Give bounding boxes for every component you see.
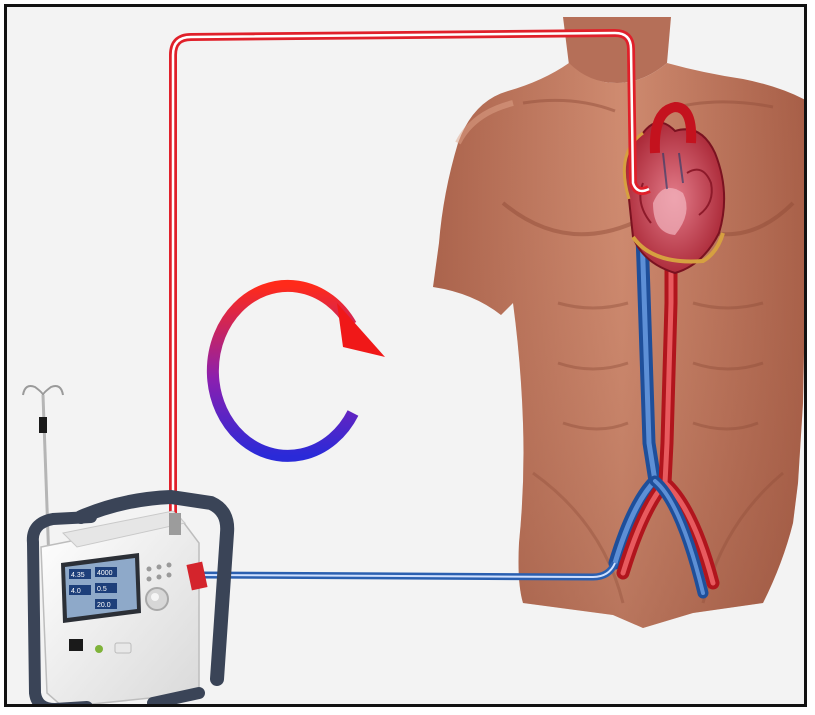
screen-readout-2: 4.0: [71, 588, 81, 595]
screen-readout-4: 20.0: [97, 602, 111, 609]
screen-readout-rpm: 4000: [97, 570, 113, 577]
diagram-canvas: 4.35 4000 4.0 0.5 20.0: [7, 7, 807, 707]
ecmo-console-icon: 4.35 4000 4.0 0.5 20.0: [33, 497, 227, 707]
circulation-arrow-icon: [213, 286, 385, 456]
screen-readout-flow: 4.35: [71, 572, 85, 579]
screen-readout-3: 0.5: [97, 586, 107, 593]
diagram-frame: 4.35 4000 4.0 0.5 20.0: [4, 4, 807, 707]
